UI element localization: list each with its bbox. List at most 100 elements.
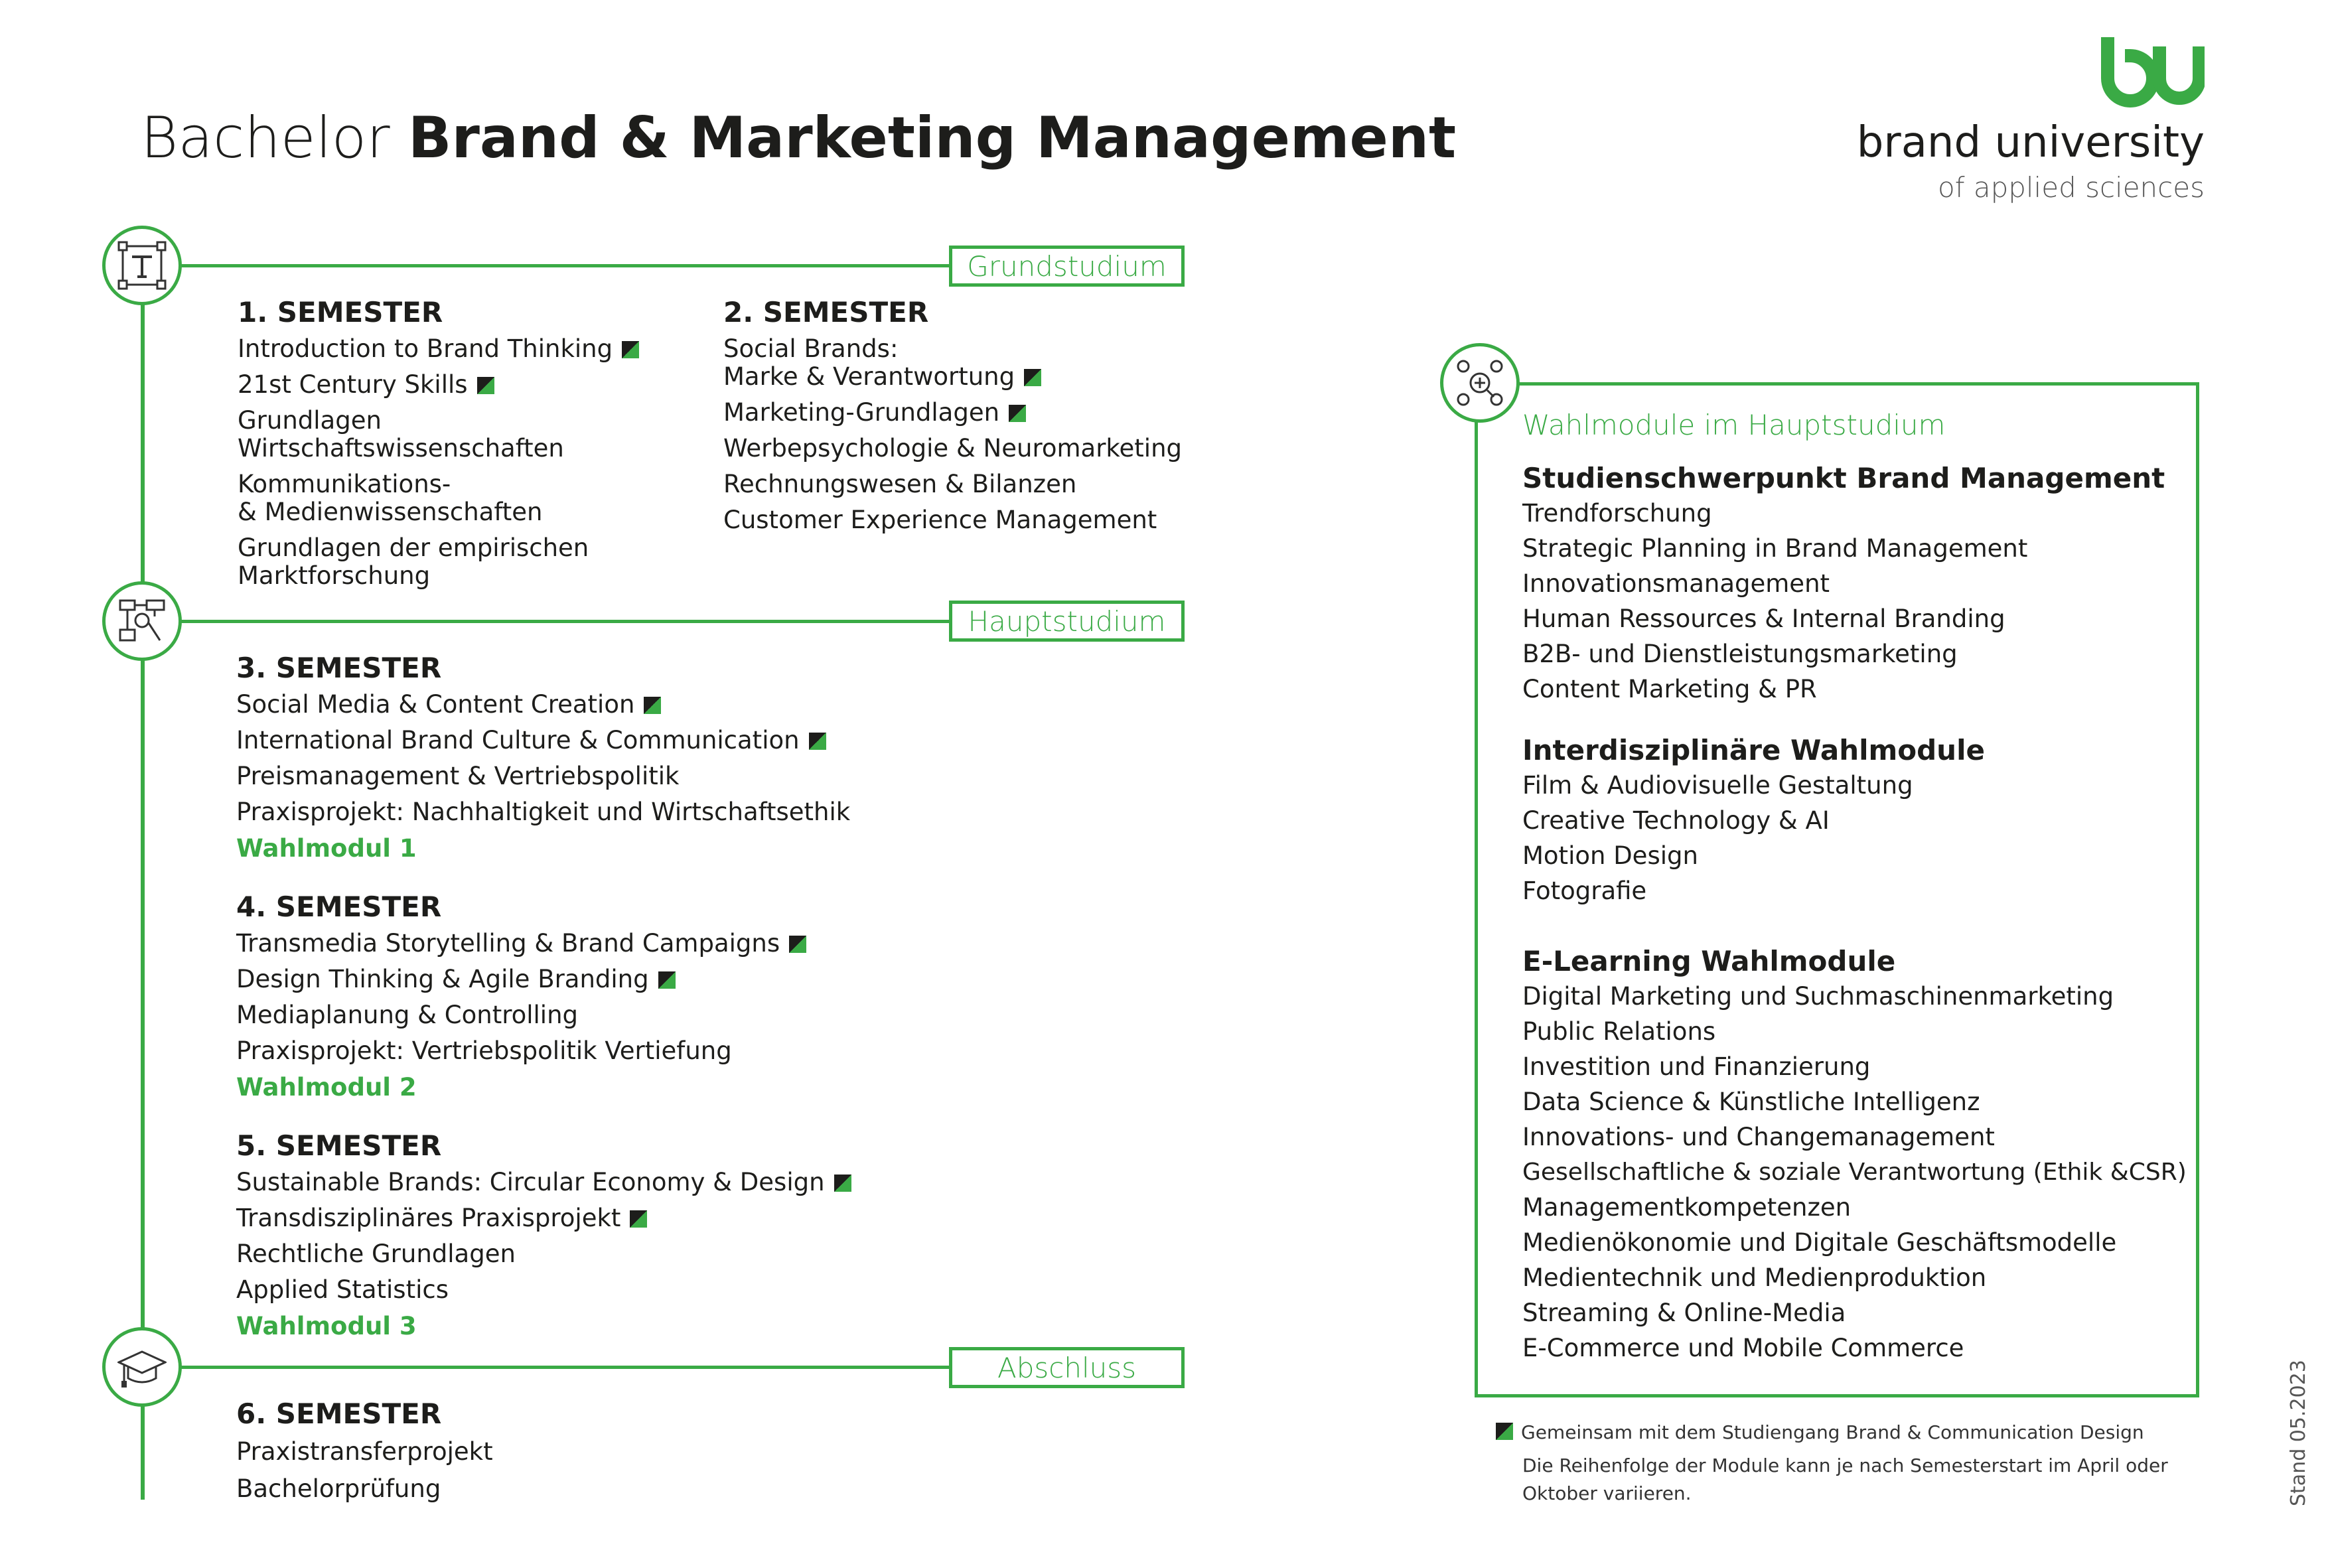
module-item: Public Relations bbox=[1522, 1017, 1716, 1046]
wahlmodul-label: Wahlmodul 3 bbox=[236, 1312, 417, 1340]
semester-1: 1. SEMESTER Introduction to Brand Thinki… bbox=[238, 296, 640, 590]
legend-text: Gemeinsam mit dem Studiengang Brand & Co… bbox=[1521, 1421, 2144, 1443]
page-title: Bachelor Brand & Marketing Management bbox=[141, 105, 1456, 171]
shared-module-icon bbox=[1496, 1423, 1513, 1440]
timeline-line bbox=[141, 265, 145, 1500]
phase-icon-grund bbox=[102, 226, 182, 305]
shared-module-icon bbox=[476, 377, 494, 394]
shared-module-icon bbox=[1009, 405, 1027, 422]
module-item: Investition und Finanzierung bbox=[1522, 1052, 1871, 1081]
title-bold: Brand & Marketing Management bbox=[407, 105, 1457, 171]
module-item: Transdisziplinäres Praxisprojekt bbox=[236, 1204, 851, 1232]
wahlmodule-icon bbox=[1440, 343, 1520, 423]
wahlmodul-label: Wahlmodul 2 bbox=[236, 1073, 417, 1102]
phase-line-haupt bbox=[179, 620, 949, 623]
order-note: Oktober variieren. bbox=[1522, 1482, 1692, 1504]
module-item: Grundlagen der empirischen bbox=[238, 534, 589, 562]
shared-module-icon bbox=[789, 936, 807, 953]
module-item: Fotografie bbox=[1522, 877, 1647, 905]
module-item: E-Commerce und Mobile Commerce bbox=[1522, 1334, 1964, 1362]
module-item: Grundlagen bbox=[238, 406, 382, 435]
wahlmodule-box bbox=[1475, 382, 2199, 1397]
semester-heading: 5. SEMESTER bbox=[236, 1129, 442, 1162]
module-item: Introduction to Brand Thinking bbox=[238, 335, 640, 363]
module-item: Streaming & Online-Media bbox=[1522, 1299, 1846, 1327]
module-item: Praxistransferprojekt bbox=[236, 1437, 493, 1466]
wahl-section-elearning: E-Learning Wahlmodule Digital Marketing … bbox=[1522, 945, 2187, 1362]
module-item: Sustainable Brands: Circular Economy & D… bbox=[236, 1169, 851, 1196]
design-text-icon bbox=[117, 241, 167, 290]
module-item: Customer Experience Management bbox=[723, 506, 1157, 534]
module-item: Praxisprojekt: Vertriebspolitik Vertiefu… bbox=[236, 1036, 732, 1065]
module-item: Managementkompetenzen bbox=[1522, 1193, 1852, 1222]
semester-heading: 1. SEMESTER bbox=[238, 296, 443, 328]
module-item: Medientechnik und Medienproduktion bbox=[1522, 1263, 1987, 1292]
wahlmodul-label: Wahlmodul 1 bbox=[236, 834, 417, 863]
module-item: Motion Design bbox=[1522, 841, 1698, 870]
legend-line: Gemeinsam mit dem Studiengang Brand & Co… bbox=[1496, 1417, 2168, 1448]
order-note: Die Reihenfolge der Module kann je nach … bbox=[1522, 1455, 2168, 1476]
footnote: Gemeinsam mit dem Studiengang Brand & Co… bbox=[1496, 1417, 2168, 1508]
semester-heading: 6. SEMESTER bbox=[236, 1397, 442, 1430]
phase-icon-abschluss bbox=[102, 1327, 182, 1407]
module-item: Marke & Verantwortung bbox=[723, 363, 1182, 391]
wahlmodule-title: Wahlmodule im Hauptstudium bbox=[1522, 409, 1946, 441]
phase-tag-abschluss: Abschluss bbox=[949, 1347, 1185, 1388]
title-light: Bachelor bbox=[141, 105, 390, 171]
module-item: Wirtschaftswissenschaften bbox=[238, 434, 564, 463]
module-item: Preismanagement & Vertriebspolitik bbox=[236, 762, 680, 790]
shared-module-icon bbox=[644, 697, 662, 714]
wahl-section-brand-management: Studienschwerpunkt Brand Management Tren… bbox=[1522, 462, 2165, 703]
phase-line-grund bbox=[179, 264, 949, 267]
shared-module-icon bbox=[834, 1175, 851, 1192]
semester-6: 6. SEMESTER Praxistransferprojekt Bachel… bbox=[236, 1397, 493, 1503]
module-item: Digital Marketing und Suchmaschinenmarke… bbox=[1522, 982, 2114, 1011]
semester-heading: 2. SEMESTER bbox=[723, 296, 929, 328]
semester-heading: 3. SEMESTER bbox=[236, 652, 442, 684]
semester-5: 5. SEMESTER Sustainable Brands: Circular… bbox=[236, 1129, 851, 1340]
logo-subtitle: of applied sciences bbox=[1938, 171, 2205, 204]
shared-module-icon bbox=[658, 971, 676, 989]
shared-module-icon bbox=[622, 341, 640, 358]
module-item: Praxisprojekt: Nachhaltigkeit und Wirtsc… bbox=[236, 798, 851, 826]
module-item: Applied Statistics bbox=[236, 1275, 449, 1304]
module-item: Mediaplanung & Controlling bbox=[236, 1001, 579, 1029]
module-item: Kommunikations- bbox=[238, 470, 451, 498]
semester-3: 3. SEMESTER Social Media & Content Creat… bbox=[236, 652, 850, 863]
phase-tag-grund: Grundstudium bbox=[949, 246, 1185, 287]
wahl-section-interdisziplinaer: Interdisziplinäre Wahlmodule Film & Audi… bbox=[1522, 734, 1985, 905]
module-item: & Medienwissenschaften bbox=[238, 498, 543, 526]
module-item: Social Brands: bbox=[723, 334, 899, 363]
module-item: Film & Audiovisuelle Gestaltung bbox=[1522, 771, 1913, 800]
module-item: Strategic Planning in Brand Management bbox=[1522, 534, 2028, 563]
shared-module-icon bbox=[1024, 369, 1042, 386]
module-item: 21st Century Skills bbox=[238, 371, 639, 399]
module-item: Bachelorprüfung bbox=[236, 1474, 441, 1503]
module-item: Transmedia Storytelling & Brand Campaign… bbox=[236, 930, 807, 958]
semester-heading: 4. SEMESTER bbox=[236, 891, 442, 923]
module-item: Rechtliche Grundlagen bbox=[236, 1240, 516, 1268]
semester-4: 4. SEMESTER Transmedia Storytelling & Br… bbox=[236, 891, 807, 1102]
module-item: International Brand Culture & Communicat… bbox=[236, 727, 850, 754]
module-item: Social Media & Content Creation bbox=[236, 691, 850, 719]
module-item: Werbepsychologie & Neuromarketing bbox=[723, 434, 1183, 463]
module-item: Human Ressources & Internal Branding bbox=[1522, 605, 2005, 633]
semester-2: 2. SEMESTER Social Brands: Marke & Veran… bbox=[723, 296, 1182, 534]
module-item: Medienökonomie und Digitale Geschäftsmod… bbox=[1522, 1228, 2117, 1257]
section-heading: Interdisziplinäre Wahlmodule bbox=[1522, 734, 1985, 766]
graduation-cap-icon bbox=[117, 1350, 167, 1388]
bu-logo-icon bbox=[2098, 37, 2206, 113]
phase-tag-haupt: Hauptstudium bbox=[949, 601, 1185, 642]
module-item: Creative Technology & AI bbox=[1522, 806, 1830, 835]
section-heading: Studienschwerpunkt Brand Management bbox=[1522, 462, 2165, 494]
module-item: Innovations- und Changemanagement bbox=[1522, 1123, 1995, 1151]
shared-module-icon bbox=[808, 733, 826, 750]
shared-module-icon bbox=[630, 1210, 648, 1228]
stand-date: Stand 05.2023 bbox=[2287, 1360, 2310, 1506]
workflow-icon bbox=[119, 599, 165, 642]
module-item: B2B- und Dienstleistungsmarketing bbox=[1522, 640, 1958, 668]
module-item: Marketing-Grundlagen bbox=[723, 399, 1182, 427]
module-item: Marktforschung bbox=[238, 561, 431, 590]
module-item: Rechnungswesen & Bilanzen bbox=[723, 470, 1077, 498]
logo-name: brand university bbox=[1856, 118, 2205, 167]
